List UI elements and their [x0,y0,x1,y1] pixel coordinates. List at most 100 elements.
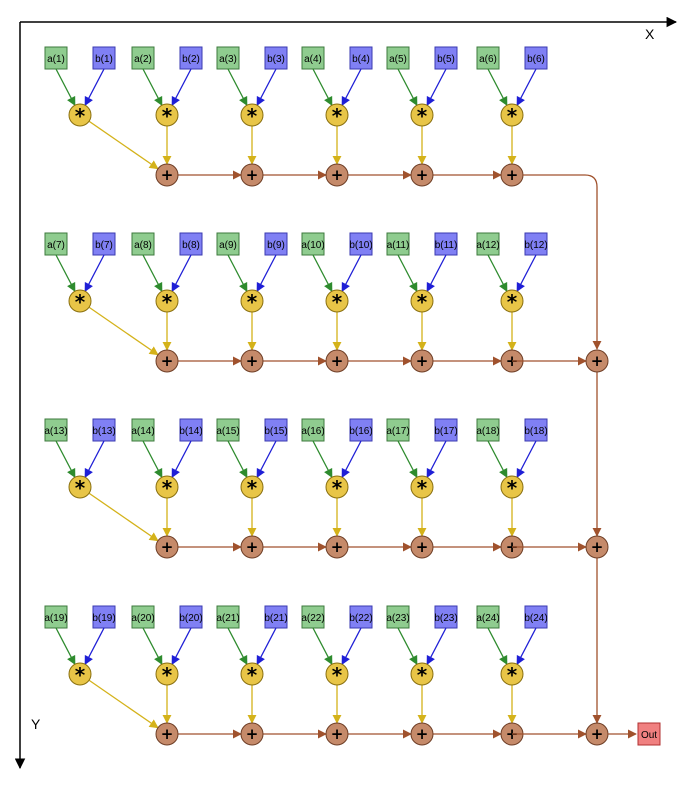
input-a-label: a(24) [476,613,499,624]
edge-b-to-mul [341,254,362,293]
input-b-label: b(10) [349,240,372,251]
adder-node-symbol: + [161,725,174,743]
edge-a-to-mul [227,68,248,107]
multiplier-node [410,662,434,686]
adder-node [410,722,434,746]
input-a-label: a(12) [476,240,499,251]
adder-node [155,535,179,559]
edge-b-to-mul [341,440,362,479]
input-b-label: b(20) [179,613,202,624]
edge-b-to-mul [341,627,362,666]
input-a-label: a(3) [219,54,237,65]
multiplier-node [155,662,179,686]
multiplier-node-symbol: * [332,663,343,687]
multiplier-node [155,475,179,499]
input-a-label: a(11) [387,240,410,251]
input-a-label: a(19) [44,613,67,624]
multiplier-node [325,662,349,686]
input-b-label: b(13) [92,426,115,437]
multiplier-node [240,103,264,127]
adder-node [325,722,349,746]
multiplier-node [68,103,92,127]
multiplier-node-symbol: * [332,104,343,128]
edge-a-to-mul [487,254,508,293]
multiplier-node-symbol: * [417,290,428,314]
multiplier-node [410,475,434,499]
edge-b-to-mul [256,627,277,666]
adder-node [240,535,264,559]
adder-node-symbol: + [416,352,429,370]
edge-b-to-mul [171,627,192,666]
input-a-label: a(6) [479,54,497,65]
multiplier-node [410,103,434,127]
accumulator-node [585,349,609,373]
multiplier-node [325,289,349,313]
adder-node [410,349,434,373]
edge-a-to-mul [227,627,248,666]
edge-b-to-mul [256,440,277,479]
edge-b-to-mul [84,68,105,107]
multiplier-node-symbol: * [162,663,173,687]
edge-a-to-mul [55,68,76,107]
input-b-label: b(3) [267,54,285,65]
edge-a-to-mul [487,68,508,107]
adder-node-symbol: + [506,166,519,184]
input-b-label: b(16) [349,426,372,437]
adder-node-symbol: + [331,538,344,556]
multiplier-node [240,289,264,313]
input-b-label: b(23) [434,613,457,624]
multiplier-node [68,475,92,499]
accumulator-node-symbol: + [591,352,604,370]
output-box [637,722,661,746]
input-a-label: a(18) [476,426,499,437]
adder-node [325,349,349,373]
multiplier-node-symbol: * [507,290,518,314]
edge-b-to-mul [341,68,362,107]
edge-b-to-mul [426,254,447,293]
edge-a-to-mul [397,440,418,479]
edge-a-to-mul [227,254,248,293]
input-a-label: a(4) [304,54,322,65]
edge-a-to-mul [142,440,163,479]
edge-a-to-mul [55,254,76,293]
adder-node-symbol: + [416,725,429,743]
input-b-label: b(1) [95,54,113,65]
edge-a-to-mul [312,440,333,479]
multiplier-node [240,475,264,499]
adder-node-symbol: + [246,166,259,184]
edge-b-to-mul [84,627,105,666]
input-b-label: b(24) [524,613,547,624]
adder-node-symbol: + [416,166,429,184]
edge-mul-to-add [79,486,159,542]
input-b-label: b(18) [524,426,547,437]
multiplier-node-symbol: * [507,663,518,687]
input-a-label: a(5) [389,54,407,65]
edge-a-to-mul [487,627,508,666]
multiplier-node-symbol: * [417,104,428,128]
edge-b-to-mul [516,440,537,479]
edge-a-to-mul [312,627,333,666]
input-b-label: b(4) [352,54,370,65]
adder-node-symbol: + [161,538,174,556]
edge-b-to-mul [516,254,537,293]
multiplier-node-symbol: * [162,476,173,500]
accumulator-node-symbol: + [591,725,604,743]
multiplier-node-symbol: * [507,104,518,128]
edge-b-to-mul [84,254,105,293]
adder-node-symbol: + [416,538,429,556]
multiplier-node-symbol: * [247,663,258,687]
edge-row-sum-to-accumulator [523,174,602,350]
input-b-label: b(17) [434,426,457,437]
input-a-label: a(2) [134,54,152,65]
adder-node [240,163,264,187]
multiplier-node-symbol: * [75,476,86,500]
input-b-label: b(12) [524,240,547,251]
adder-node [155,163,179,187]
input-a-label: a(10) [301,240,324,251]
input-a-label: a(23) [386,613,409,624]
multiplier-node-symbol: * [75,663,86,687]
multiplier-node-symbol: * [247,104,258,128]
input-a-label: a(14) [131,426,154,437]
y-axis-label: Y [31,716,41,732]
